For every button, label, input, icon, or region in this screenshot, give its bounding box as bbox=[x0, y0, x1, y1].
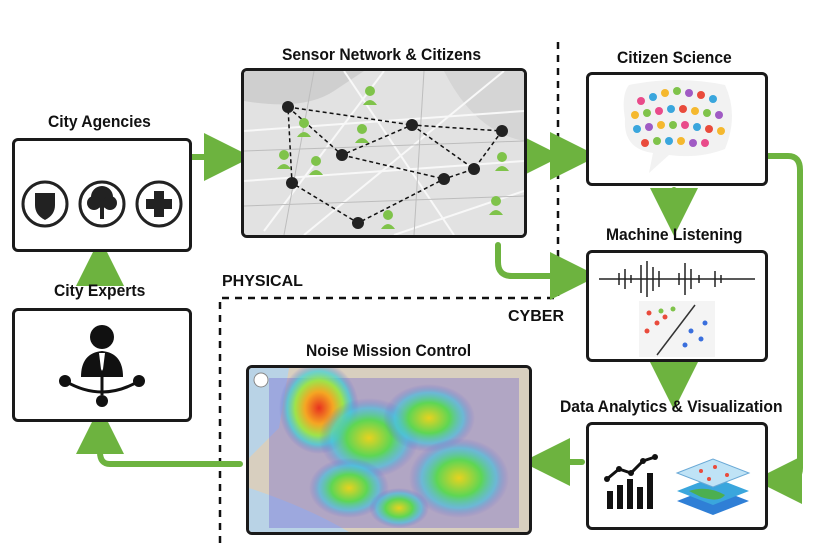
physical-zone-label: PHYSICAL bbox=[222, 273, 303, 290]
machine-listening-box bbox=[586, 250, 768, 362]
layered-map-icon bbox=[675, 458, 751, 515]
sensor-network-title: Sensor Network & Citizens bbox=[282, 45, 482, 64]
sensor-network-map bbox=[241, 68, 527, 238]
data-analytics-box bbox=[586, 422, 768, 530]
city-experts-box bbox=[12, 308, 192, 422]
arrow-mission-to-experts bbox=[76, 406, 243, 467]
data-analytics-title: Data Analytics & Visualization bbox=[560, 397, 783, 416]
expert-network-icon bbox=[59, 325, 145, 407]
plus-icon bbox=[135, 180, 183, 228]
city-agencies-box bbox=[12, 138, 192, 252]
waveform-classifier-graphic bbox=[599, 261, 755, 357]
noise-heatmap-box bbox=[246, 365, 532, 535]
machine-listening-title: Machine Listening bbox=[606, 225, 743, 244]
arrow-sensor-to-listening bbox=[495, 242, 598, 300]
noise-heatmap-graphic bbox=[249, 368, 529, 532]
sensor-map-graphic bbox=[244, 71, 524, 235]
noise-mission-control-title: Noise Mission Control bbox=[306, 341, 472, 360]
citizen-science-box bbox=[586, 72, 768, 186]
citizen-science-title: Citizen Science bbox=[617, 48, 732, 67]
physical-cyber-divider bbox=[218, 42, 560, 545]
tree-icon bbox=[78, 180, 126, 228]
city-agencies-title: City Agencies bbox=[48, 112, 151, 131]
city-experts-title: City Experts bbox=[54, 281, 146, 300]
agency-icons bbox=[21, 180, 183, 228]
bar-chart-icon bbox=[604, 454, 658, 509]
shield-icon bbox=[21, 180, 69, 228]
analytics-graphic bbox=[604, 454, 751, 515]
speech-bubble-people-icon bbox=[623, 80, 732, 173]
arrow-citizen-to-analytics bbox=[754, 153, 803, 504]
cyber-zone-label: CYBER bbox=[508, 308, 565, 325]
